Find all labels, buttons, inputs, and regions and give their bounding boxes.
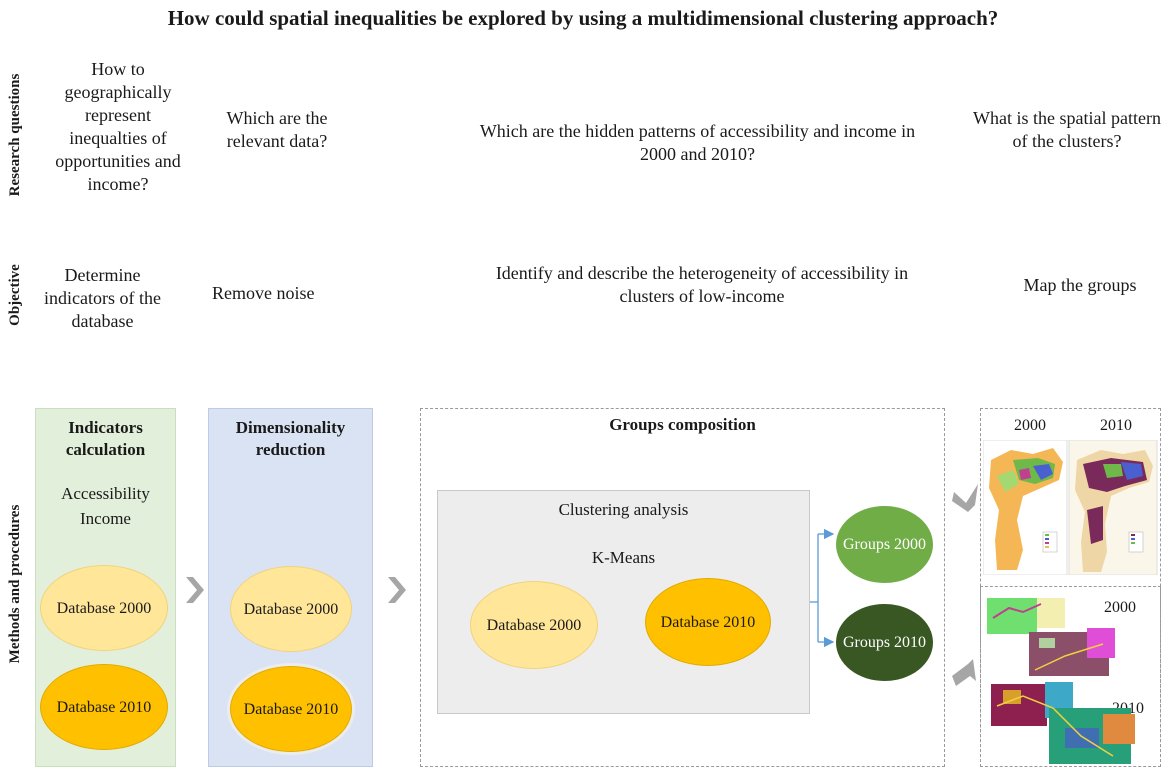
objective-4: Map the groups [1023,275,1137,295]
indicators-items: Accessibility Income [61,484,150,528]
arrow-to-bottom-maps [952,659,976,686]
objective-2: Remove noise [212,283,315,303]
indicators-heading: Indicators calculation [65,418,146,459]
dimred-database-2000: Database 2000 [230,566,352,652]
top-map-year-2000: 2000 [1014,417,1046,434]
chevron-arrow-1 [186,577,204,603]
chevron-arrow-2 [388,577,406,603]
dimred-heading: Dimensionality reduction [235,418,346,459]
research-question-4: What is the spatial pattern of the clust… [973,108,1161,151]
dimred-database-2010: Database 2010 [230,666,352,752]
bottom-map-year-2000: 2000 [1104,599,1136,616]
clustering-database-2010: Database 2010 [645,578,771,666]
diagram-title: How could spatial inequalities be explor… [167,6,999,30]
clustering-label: Clustering analysis [558,500,689,519]
research-question-3: Which are the hidden patterns of accessi… [479,121,916,164]
arrow-to-top-maps [952,484,978,512]
top-map-year-2010: 2010 [1100,417,1132,434]
groups-heading: Groups composition [609,415,756,434]
bottom-maps-image [987,598,1135,764]
indicators-database-2000: Database 2000 [40,565,168,651]
split-connector [810,528,835,648]
objective-1: Determine indicators of the database [44,265,161,331]
clustering-database-2000: Database 2000 [470,581,598,669]
kmeans-label: K-Means [591,548,656,567]
research-question-2: Which are the relevant data? [226,108,328,151]
objective-3: Identify and describe the heterogeneity … [495,263,909,306]
research-question-1: How to geographically represent inequalt… [55,59,181,194]
indicators-database-2010: Database 2010 [40,664,168,750]
top-maps-image [983,440,1158,575]
groups-2010: Groups 2010 [836,604,933,681]
groups-2000: Groups 2000 [836,506,933,583]
